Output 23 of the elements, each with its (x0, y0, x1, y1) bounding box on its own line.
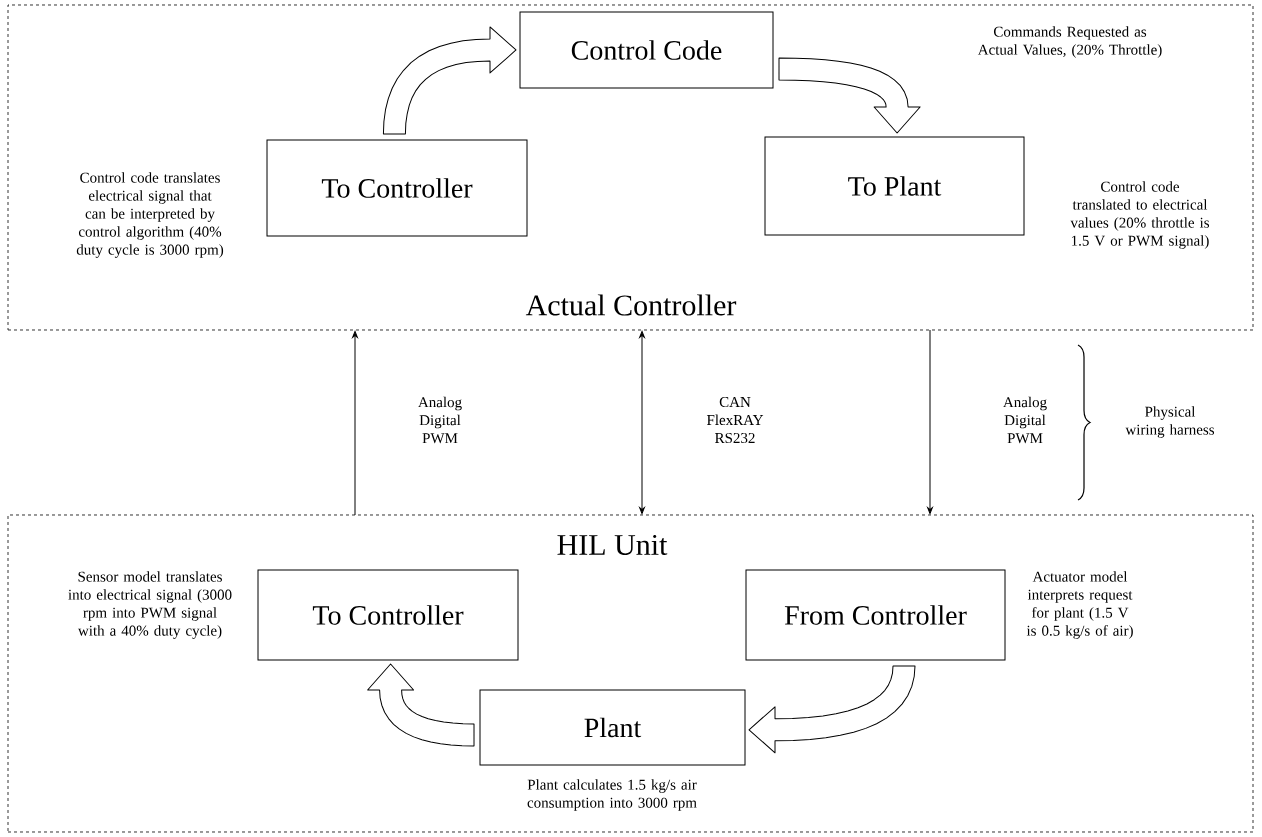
process-box: From Controller (745, 569, 1006, 661)
edge-label: Analog Digital PWM (401, 395, 479, 445)
arrow (352, 330, 358, 516)
annotation-text: Control code translated to electrical values (20% throttle is 1.5 V or PWM signal) (1070, 181, 1209, 249)
process-box: To Plant (764, 136, 1025, 236)
curved-block-arrow (748, 665, 916, 754)
edge-label: CAN FlexRAY RS232 (696, 395, 774, 445)
arrow (639, 330, 645, 515)
curved-block-arrow (382, 26, 517, 135)
process-box: To Controller (266, 139, 528, 237)
frame-title: Actual Controller (525, 294, 737, 316)
annotation-text: Sensor model translates into electrical signal (3000 rpm into PWM signal with a 40% duty cycle) (68, 571, 232, 639)
process-box: Plant (479, 689, 746, 766)
edge-label: Analog Digital PWM (986, 395, 1064, 445)
arrow (927, 329, 933, 515)
annotation-text: Control code translates electrical signal that can be interpreted by control algorithm (40% duty cycle is 3000 rpm) (76, 172, 224, 258)
annotation-text: Physical wiring harness (1125, 406, 1215, 438)
annotation-text: Plant calculates 1.5 kg/s air consumption into 3000 rpm (527, 779, 697, 811)
annotation-text: Commands Requested as Actual Values, (20% Throttle) (977, 26, 1162, 58)
process-box: To Controller (257, 569, 519, 661)
frame-title: HIL Unit (557, 534, 668, 556)
process-box: Control Code (519, 11, 774, 89)
annotation-text: Actuator model interprets request for plant (1.5 V is 0.5 kg/s of air) (1026, 571, 1133, 639)
